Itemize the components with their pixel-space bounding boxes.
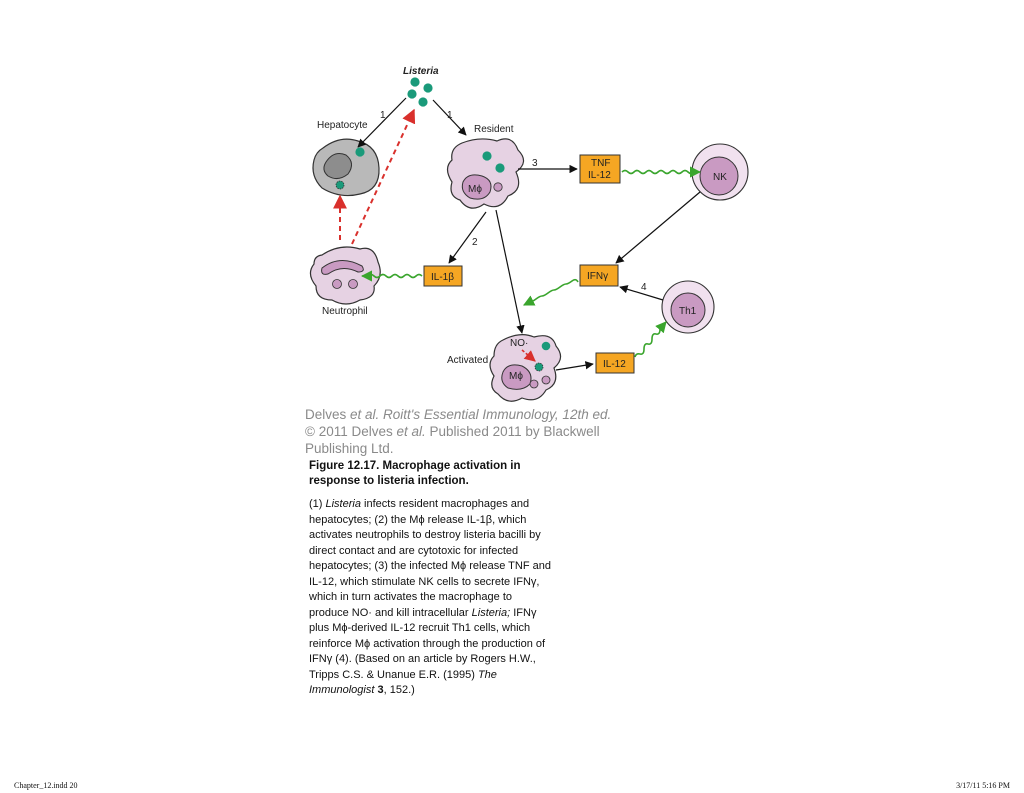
step-1-hepatocyte: 1 (380, 110, 386, 121)
arrow-neutrophil-to-listeria (351, 108, 416, 245)
resident-label: Resident (474, 124, 514, 135)
hepatocyte-cell (312, 138, 380, 197)
arrow-resident-to-activated (495, 209, 525, 334)
tnf-il12-box: TNF IL-12 (579, 154, 621, 184)
th1-label: Th1 (679, 306, 697, 317)
arrow-resident-to-il1b (448, 211, 487, 264)
arrow-nk-to-ifng (615, 191, 701, 264)
resident-mphi-label: Mϕ (468, 184, 482, 195)
activated-mphi-label: Mϕ (509, 371, 523, 382)
figure-caption: (1) Listeria infects resident macrophage… (309, 498, 551, 696)
hepatocyte-label: Hepatocyte (317, 120, 368, 131)
ifng-box: IFNγ (579, 264, 619, 287)
listeria-bacteria (407, 77, 433, 107)
listeria-label: Listeria (403, 66, 439, 77)
footer-filename: Chapter_12.indd 20 (14, 781, 78, 790)
arrow-th1-to-ifng (619, 285, 664, 301)
arrow-no-to-bacterium (521, 349, 536, 362)
arrow-il12-to-th1 (634, 321, 667, 358)
step-3: 3 (532, 158, 538, 169)
il1b-box: IL-1β (423, 265, 463, 287)
tnf-label: TNF (591, 158, 610, 169)
activated-macrophage (489, 334, 562, 402)
figure-title: Figure 12.17. Macrophage activation in r… (309, 460, 521, 487)
step-2: 2 (472, 237, 478, 248)
arrow-il1b-to-neutrophil (360, 270, 423, 282)
ifng-label: IFNγ (587, 271, 608, 282)
no-label: NO· (510, 338, 528, 349)
il1b-label: IL-1β (431, 272, 454, 283)
nk-cell (691, 143, 749, 201)
resident-macrophage (446, 138, 525, 209)
footer-timestamp: 3/17/11 5:16 PM (956, 781, 1010, 790)
arrow-listeria-to-resident (432, 99, 467, 136)
il12-label: IL-12 (603, 359, 626, 370)
nk-label: NK (713, 172, 727, 183)
arrow-activated-to-il12 (555, 361, 594, 371)
activated-label: Activated (447, 355, 488, 366)
copyright-credit: Delves et al. Roitt's Essential Immunolo… (305, 407, 612, 456)
th1-cell (661, 280, 715, 334)
arrow-tnf-to-nk (621, 166, 702, 178)
step-1-resident: 1 (447, 110, 453, 121)
neutrophil-cell (309, 246, 381, 305)
il12-box: IL-12 (595, 352, 635, 374)
tnf-il12-label: IL-12 (588, 170, 611, 181)
arrow-ifng-to-activated (522, 278, 579, 306)
neutrophil-label: Neutrophil (322, 306, 368, 317)
step-4: 4 (641, 282, 647, 293)
arrow-listeria-to-hepatocyte (357, 97, 407, 148)
